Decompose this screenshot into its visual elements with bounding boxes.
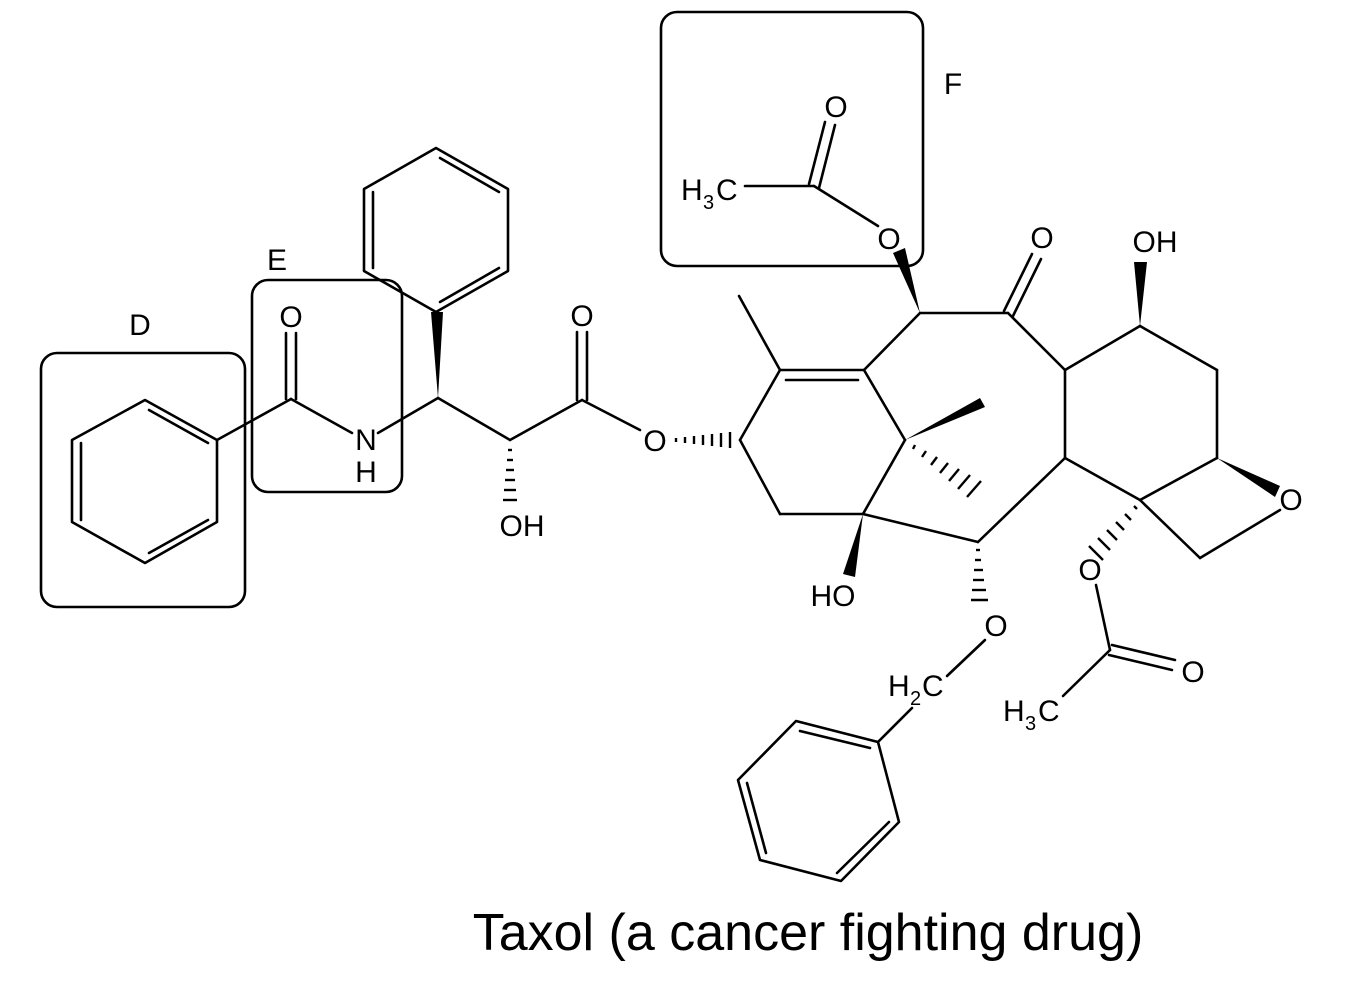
ketone-oxygen: O — [1030, 222, 1053, 255]
svg-text:C: C — [922, 670, 944, 703]
svg-text:H: H — [681, 174, 703, 207]
svg-text:H: H — [1003, 695, 1025, 728]
svg-text:3: 3 — [703, 192, 714, 214]
ester-link-oxygen: O — [643, 425, 666, 458]
top-acetate-group: O O H 3 C — [681, 91, 920, 313]
ether-oxygen: O — [984, 610, 1007, 643]
side-chain-phenyl-ring — [362, 146, 510, 398]
hashed-bond-oh — [503, 448, 517, 502]
hashed-bond-ether — [971, 548, 988, 602]
amide-group: O N H — [215, 301, 440, 489]
svg-text:C: C — [1038, 695, 1060, 728]
region-box-e — [250, 278, 404, 494]
side-chain-hydroxyl: OH — [500, 510, 545, 543]
svg-text:2: 2 — [910, 688, 921, 710]
region-box-d — [39, 351, 247, 609]
region-label-f: F — [944, 68, 962, 101]
amide-oxygen: O — [279, 301, 302, 334]
svg-text:3: 3 — [1025, 713, 1036, 735]
diagram-caption: Taxol (a cancer fighting drug) — [473, 904, 1144, 962]
benzyl-methylene: H 2 C — [888, 670, 944, 710]
side-chain-ester: O OH O — [436, 300, 732, 543]
ester-carbonyl-oxygen: O — [570, 300, 593, 333]
top-acetate-methyl: H 3 C — [681, 174, 738, 214]
svg-text:H: H — [888, 670, 910, 703]
region-boxes: D E F — [39, 10, 962, 609]
benzoyl-phenyl-ring — [70, 398, 219, 565]
region-label-e: E — [267, 244, 287, 277]
hashed-bond-acetate — [1088, 505, 1138, 561]
amide-hydrogen: H — [355, 456, 377, 489]
hashed-methyl — [911, 444, 982, 498]
hashed-bond-ester — [674, 432, 732, 448]
region-box-f — [659, 10, 925, 268]
ring-hydroxyl-top: OH — [1133, 226, 1178, 259]
amide-nitrogen: N — [355, 424, 377, 457]
bottom-acetate-group: O O H 3 C — [1003, 505, 1205, 735]
top-acetate-carbonyl-oxygen: O — [824, 91, 847, 124]
benzyl-ether-group: O H 2 C — [736, 548, 1008, 883]
region-label-d: D — [129, 309, 151, 342]
bottom-acetate-methyl: H 3 C — [1003, 695, 1060, 735]
svg-text:C: C — [716, 174, 738, 207]
bottom-acetate-carbonyl-oxygen: O — [1181, 656, 1204, 689]
oxetane-oxygen: O — [1279, 484, 1302, 517]
ring-hydroxyl-bottom: HO — [811, 580, 856, 613]
taxane-core: O OH O HO — [737, 222, 1303, 613]
top-acetate-link-oxygen: O — [877, 223, 900, 256]
bottom-acetate-link-oxygen: O — [1078, 554, 1101, 587]
